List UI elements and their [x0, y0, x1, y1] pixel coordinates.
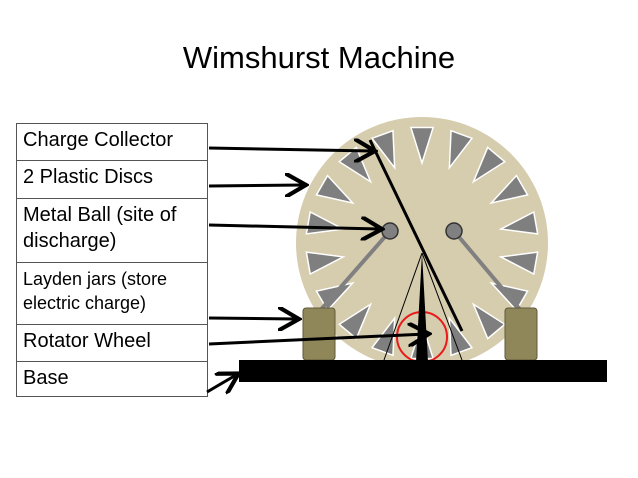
disc-sector — [471, 302, 507, 340]
layden-jar-right — [504, 307, 538, 361]
label-layden-jars: Layden jars (store electric charge) — [17, 262, 207, 324]
disc-sectors — [305, 126, 539, 360]
label-base: Base — [17, 361, 207, 397]
disc-sector — [337, 302, 373, 340]
disc-sector — [489, 174, 529, 205]
disc-sector — [498, 210, 539, 235]
arrow-plastic-discs — [208, 185, 303, 186]
plastic-disc — [296, 117, 548, 369]
label-list: Charge Collector 2 Plastic Discs Metal B… — [16, 123, 208, 397]
collector-arms — [316, 229, 525, 315]
slide-title: Wimshurst Machine — [182, 40, 456, 75]
label-charge-collector: Charge Collector — [17, 123, 207, 160]
label-plastic-discs: 2 Plastic Discs — [17, 160, 207, 198]
disc-sector — [448, 129, 474, 171]
layden-jar-left — [302, 307, 336, 361]
support-lines — [383, 252, 463, 361]
arrow-charge-collector — [208, 148, 372, 151]
disc-sector — [498, 251, 539, 276]
metal-ball-left — [381, 222, 399, 240]
disc-sector — [448, 315, 474, 357]
disc-sector — [337, 146, 373, 184]
disc-sector — [315, 174, 355, 205]
disc-sector — [471, 146, 507, 184]
arrow-metal-ball — [208, 225, 379, 229]
metal-ball-right — [445, 222, 463, 240]
arrow-base — [206, 375, 236, 392]
label-arrows — [206, 148, 426, 392]
label-metal-ball: Metal Ball (site of discharge) — [17, 198, 207, 262]
disc-sector — [409, 126, 435, 166]
label-rotator-wheel: Rotator Wheel — [17, 324, 207, 361]
base-platform — [239, 360, 607, 382]
arrow-rotator-wheel — [208, 334, 426, 344]
arrow-layden-jars — [208, 318, 296, 319]
disc-sector — [305, 251, 346, 276]
charge-collector-rod — [368, 139, 464, 332]
